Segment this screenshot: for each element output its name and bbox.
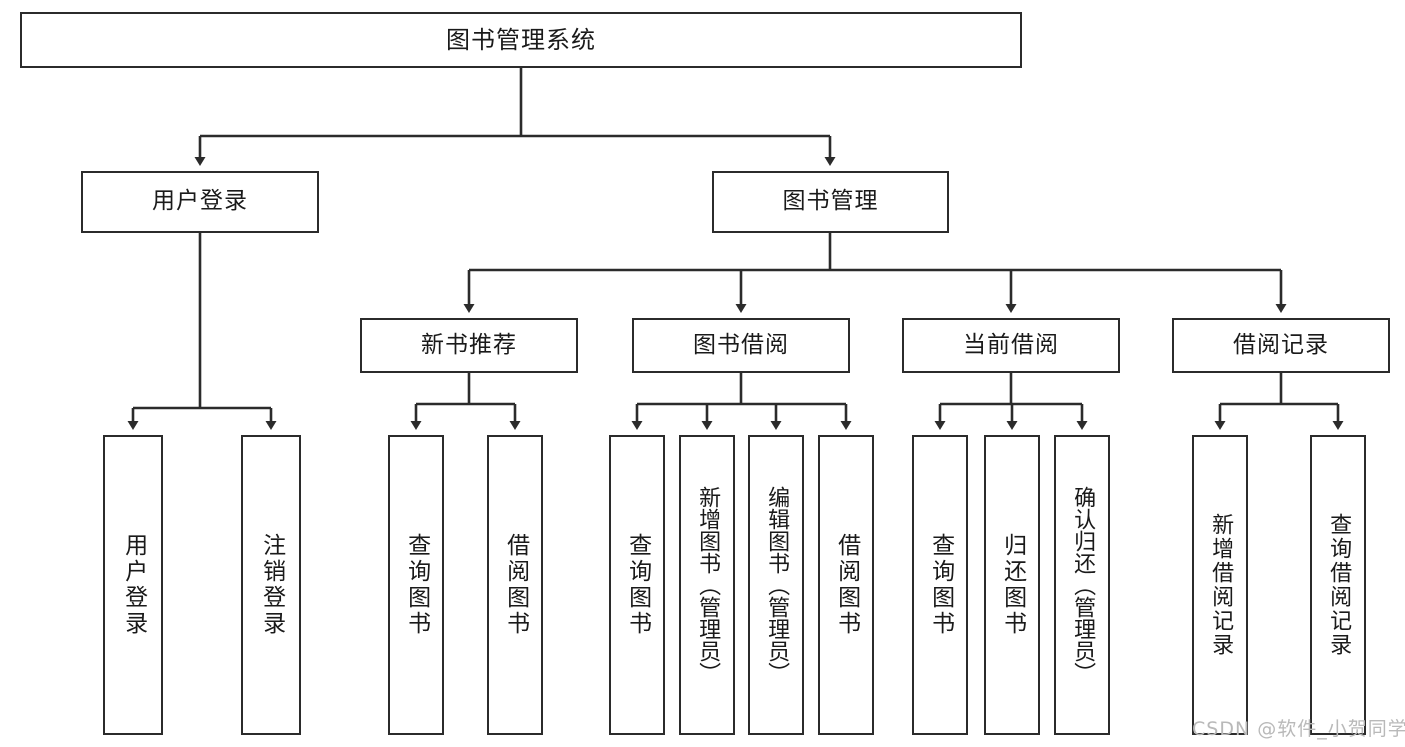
node-book-manage[interactable]: 图书管理 [712, 171, 949, 233]
node-leaf-user-login[interactable]: 用户登录 [103, 435, 163, 735]
node-leaf-logout[interactable]: 注销登录 [241, 435, 301, 735]
edge-group-user-login [127, 233, 277, 430]
node-leaf-query-borrow-record-label: 查询借阅记录 [1326, 513, 1352, 657]
node-leaf-query-book-current-label: 查询图书 [927, 533, 954, 637]
node-leaf-query-book-borrow-label: 查询图书 [624, 533, 651, 637]
node-leaf-borrow-book-borrow[interactable]: 借阅图书 [818, 435, 874, 735]
node-leaf-query-borrow-record[interactable]: 查询借阅记录 [1310, 435, 1366, 735]
edge-group-current-borrow [934, 373, 1088, 430]
node-leaf-confirm-return-admin[interactable]: 确认归还（管理员） [1054, 435, 1110, 735]
node-leaf-return-book[interactable]: 归还图书 [984, 435, 1040, 735]
node-borrow-record[interactable]: 借阅记录 [1172, 318, 1390, 373]
node-leaf-confirm-return-admin-label: 确认归还（管理员） [1070, 486, 1096, 684]
edge-group-root [194, 68, 836, 166]
node-leaf-logout-label: 注销登录 [258, 533, 285, 637]
node-current-borrow[interactable]: 当前借阅 [902, 318, 1120, 373]
csdn-watermark: CSDN @软件_小贺同学 [1192, 718, 1405, 740]
node-leaf-query-book-rec[interactable]: 查询图书 [388, 435, 444, 735]
node-leaf-user-login-label: 用户登录 [120, 533, 147, 637]
node-leaf-edit-book-admin[interactable]: 编辑图书（管理员） [748, 435, 804, 735]
node-user-login[interactable]: 用户登录 [81, 171, 319, 233]
edge-group-book-borrow [631, 373, 852, 430]
node-leaf-add-book-admin-label: 新增图书（管理员） [695, 486, 721, 684]
node-leaf-query-book-rec-label: 查询图书 [403, 533, 430, 637]
node-leaf-query-book-borrow[interactable]: 查询图书 [609, 435, 665, 735]
edge-group-borrow-record [1214, 373, 1344, 430]
node-root-system[interactable]: 图书管理系统 [20, 12, 1022, 68]
node-leaf-borrow-book-borrow-label: 借阅图书 [833, 533, 860, 637]
node-leaf-add-borrow-record-label: 新增借阅记录 [1208, 513, 1234, 657]
edge-group-new-book-rec [410, 373, 521, 430]
node-leaf-edit-book-admin-label: 编辑图书（管理员） [764, 486, 790, 684]
node-leaf-borrow-book-rec[interactable]: 借阅图书 [487, 435, 543, 735]
node-book-borrow[interactable]: 图书借阅 [632, 318, 850, 373]
node-leaf-add-borrow-record[interactable]: 新增借阅记录 [1192, 435, 1248, 735]
node-leaf-borrow-book-rec-label: 借阅图书 [502, 533, 529, 637]
node-leaf-return-book-label: 归还图书 [999, 533, 1026, 637]
node-new-book-recommend[interactable]: 新书推荐 [360, 318, 578, 373]
node-leaf-query-book-current[interactable]: 查询图书 [912, 435, 968, 735]
edge-group-book-manage [463, 233, 1287, 313]
node-leaf-add-book-admin[interactable]: 新增图书（管理员） [679, 435, 735, 735]
